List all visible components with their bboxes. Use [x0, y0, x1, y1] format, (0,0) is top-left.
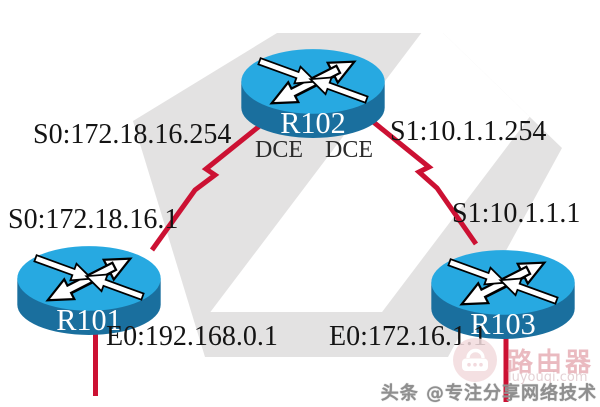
label-r101-s0: S0:172.18.16.1	[8, 204, 179, 235]
router-label: R101	[56, 303, 122, 337]
label-r101-e0: E0:192.168.0.1	[106, 321, 278, 352]
watermark-domain-text: luyouqi.com	[508, 370, 588, 385]
watermark-brand-text: 路由器	[507, 348, 595, 378]
router-label: R103	[470, 307, 536, 341]
router-r103: R103	[430, 249, 576, 341]
label-r103-s1: S1:10.1.1.1	[452, 198, 581, 229]
watermark-caption: 头条 @专注分享网络技术	[380, 383, 597, 404]
router-r102: R102	[240, 48, 386, 140]
router-label: R102	[280, 106, 346, 140]
label-dce-right: DCE	[325, 137, 373, 163]
watermark-badge	[453, 338, 497, 382]
router-badge-icon	[462, 348, 488, 371]
serial-link-r102-r101	[149, 106, 284, 252]
label-r102-s0: S0:172.18.16.254	[33, 119, 232, 150]
router-r101: R101	[16, 245, 162, 337]
serial-link-r102-r103	[354, 106, 479, 246]
label-dce-left: DCE	[255, 137, 303, 163]
label-r102-s1: S1:10.1.1.254	[390, 116, 547, 147]
